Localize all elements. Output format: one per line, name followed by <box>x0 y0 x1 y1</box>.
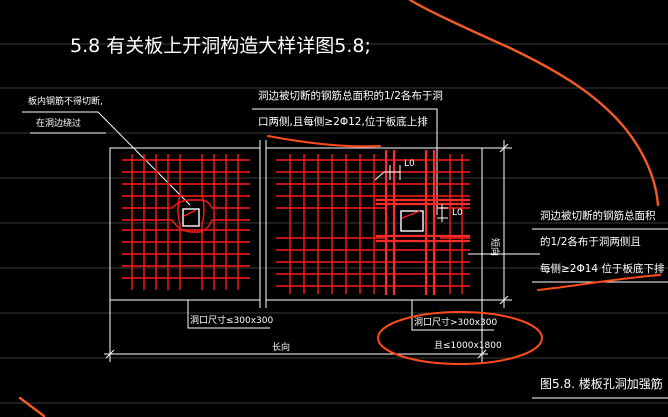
l0-label-side: L0 <box>452 208 463 218</box>
background-lines <box>0 43 668 404</box>
freehand-stroke-top-right <box>408 0 660 207</box>
hole-large-edge-bar <box>401 210 421 219</box>
hole-reinforcement-bars <box>376 150 470 295</box>
handwritten-circle <box>377 311 543 365</box>
l0-label-top: L0 <box>404 159 415 169</box>
leader-top-center <box>252 108 438 215</box>
page-title: 5.8 有关板上开洞构造大样详图5.8; <box>70 35 371 57</box>
width-label: 短向 <box>489 238 501 256</box>
l0-dimension-top <box>374 165 401 181</box>
dim-hole-small: 洞口尺寸≤300x300 <box>190 314 273 326</box>
hole-small-edge-bar <box>183 209 197 217</box>
note-right-line1: 洞边被切断的钢筋总面积 <box>540 209 656 222</box>
note-top-center-line1: 洞边被切断的钢筋总面积的1/2各布于洞 <box>258 89 443 102</box>
note-right-line3: 每侧≥2Φ14 位于板底下排 <box>540 262 665 275</box>
width-dimension <box>482 140 512 308</box>
handwritten-underline-top <box>267 135 381 148</box>
leader-top-left <box>22 111 191 206</box>
rebar-grid-right <box>276 154 470 294</box>
note-top-left-line2: 在洞边绕过 <box>36 117 81 129</box>
hole-small <box>182 208 200 227</box>
dim-limit: 且≤1000x1800 <box>434 340 502 351</box>
dim-length: 长向 <box>272 341 290 353</box>
note-right-line2: 的1/2各布于洞两侧且 <box>540 235 641 248</box>
figure-caption: 图5.8. 楼板孔洞加强筋 <box>540 376 663 391</box>
l0-dimension-side <box>437 204 448 222</box>
rebar-grid-left <box>122 154 250 290</box>
note-top-left-line1: 板内钢筋不得切断, <box>28 95 103 107</box>
note-top-center-line2: 口两侧,且每侧≥2Φ12,位于板底上排 <box>258 115 428 128</box>
dim-hole-large: 洞口尺寸>300x300 <box>414 316 497 328</box>
handwritten-underline-right <box>537 274 661 291</box>
bottom-dimension-lines <box>104 300 494 362</box>
freehand-stroke-bottom-left <box>18 396 46 417</box>
